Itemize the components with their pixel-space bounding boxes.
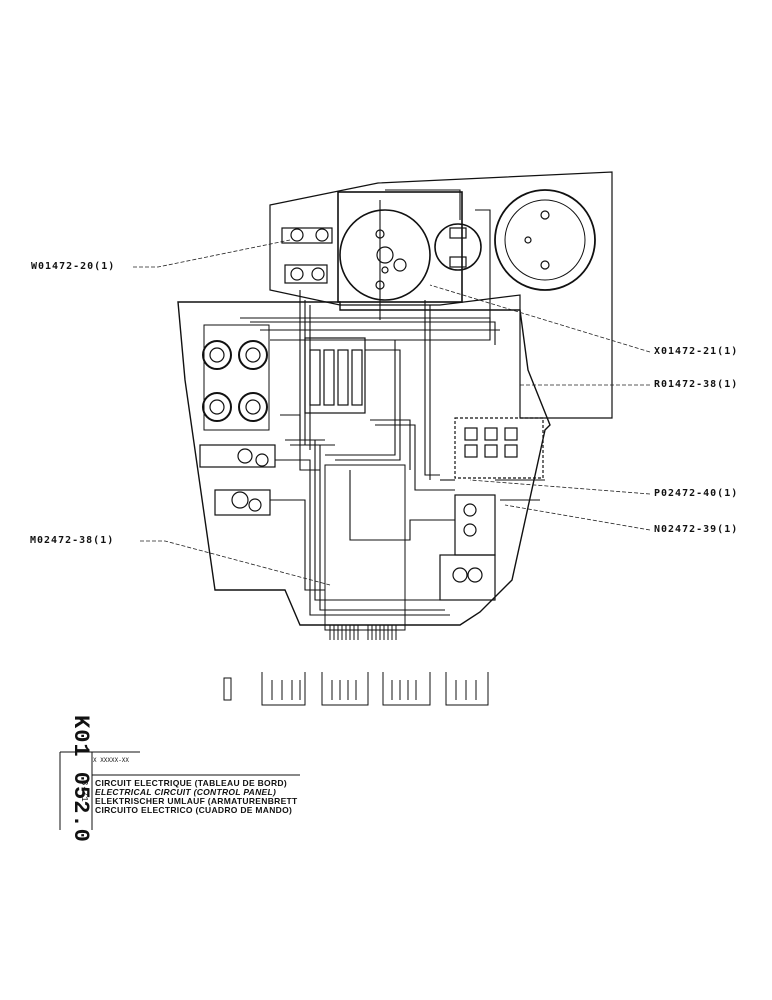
callout-n02472: N02472-39(1) bbox=[654, 524, 739, 535]
title-en: ELECTRICAL CIRCUIT (CONTROL PANEL) bbox=[95, 787, 277, 797]
legend-bar: X XXXXX-XX bbox=[93, 757, 130, 764]
connector-block bbox=[324, 464, 406, 631]
large-gauge bbox=[339, 209, 431, 301]
leader-w bbox=[133, 239, 291, 268]
small-gauge bbox=[434, 223, 482, 271]
title-block: CIRCUIT ELECTRIQUE (TABLEAU DE BORD) ELE… bbox=[95, 779, 298, 815]
control-panel-outline bbox=[177, 301, 551, 626]
reference-code: K01 052.0 bbox=[68, 715, 93, 843]
connector-symbol-4 bbox=[382, 672, 431, 706]
callout-r01472: R01472-38(1) bbox=[654, 379, 739, 390]
connector-symbol-1 bbox=[223, 677, 232, 701]
leader-m bbox=[140, 540, 331, 586]
connector-symbol-2 bbox=[261, 672, 306, 706]
right-dial bbox=[494, 189, 596, 291]
switch-block bbox=[203, 324, 270, 431]
fuse-block bbox=[304, 337, 366, 414]
callout-m02472: M02472-38(1) bbox=[30, 535, 115, 546]
connector-symbol-5 bbox=[445, 672, 489, 706]
title-de: ELEKTRISCHER UMLAUF (ARMATURENBRETT bbox=[95, 796, 298, 806]
callout-x01472: X01472-21(1) bbox=[654, 346, 739, 357]
connector-symbol-3 bbox=[321, 672, 369, 706]
reference-date: 3-71 bbox=[79, 780, 89, 802]
relay-box bbox=[454, 417, 544, 479]
leader-p bbox=[469, 479, 651, 495]
callout-p02472: P02472-40(1) bbox=[654, 488, 739, 499]
leader-n bbox=[504, 504, 651, 531]
leader-x bbox=[429, 284, 651, 353]
title-it: CIRCUITO ELECTRICO (CUADRO DE MANDO) bbox=[95, 805, 293, 815]
callout-w01472: W01472-20(1) bbox=[31, 261, 116, 272]
instrument-housing bbox=[337, 191, 463, 303]
upper-panel-outline bbox=[269, 171, 613, 419]
title-fr: CIRCUIT ELECTRIQUE (TABLEAU DE BORD) bbox=[95, 778, 287, 788]
